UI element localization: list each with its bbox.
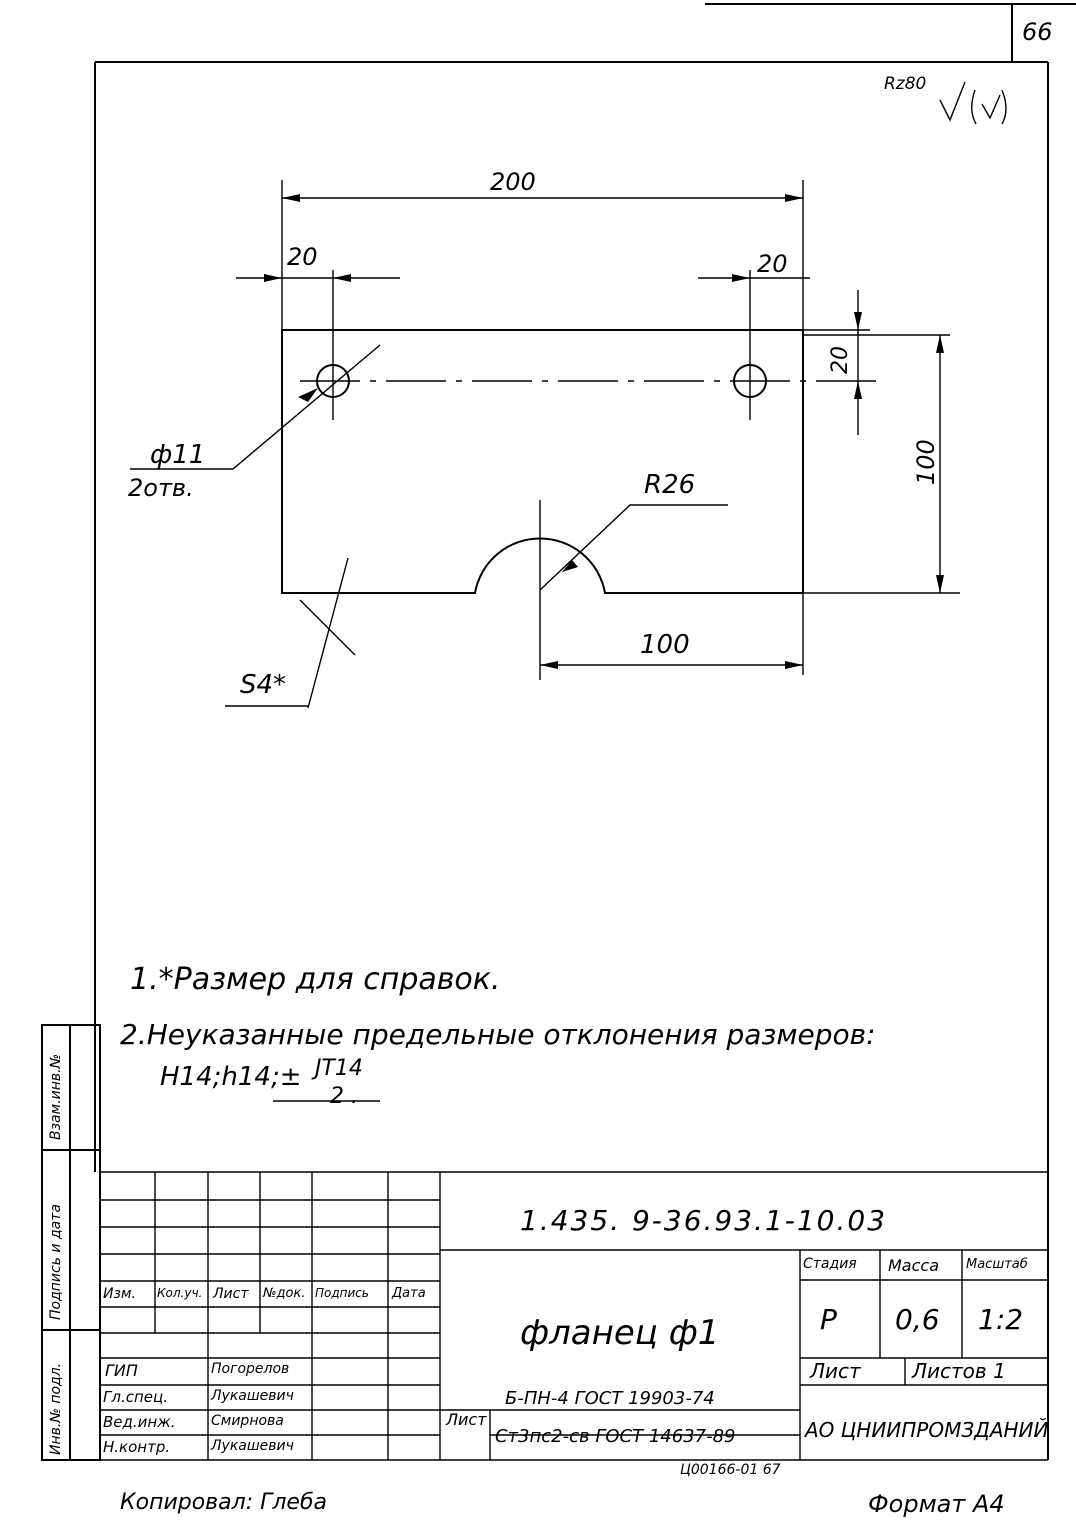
hole-callout: ф11 xyxy=(150,440,206,470)
col-data: Дата xyxy=(392,1286,426,1301)
tolerance-denominator: 2 . xyxy=(330,1084,358,1109)
note-tolerances: 2.Неуказанные предельные отклонения разм… xyxy=(120,1018,876,1051)
mass-label: Масса xyxy=(888,1256,940,1275)
col-kol-uch: Кол.уч. xyxy=(157,1286,203,1300)
dim-notch-position: 100 xyxy=(640,630,690,660)
hole-count: 2отв. xyxy=(128,474,194,502)
material-prefix: Лист xyxy=(446,1410,487,1429)
name-2: Лукашевич xyxy=(211,1388,294,1404)
col-izm: Изм. xyxy=(103,1286,136,1302)
side-label-inv: Инв.№ подл. xyxy=(48,1362,64,1455)
stage-value: Р xyxy=(820,1303,837,1336)
flange-outline xyxy=(281,329,804,594)
material-line-2: Ст3пс2-св ГОСТ 14637-89 xyxy=(495,1426,736,1447)
sheets-label: Листов 1 xyxy=(912,1359,1006,1383)
dim-hole-row-offset: 20 xyxy=(828,346,853,374)
scale-label: Масштаб xyxy=(966,1257,1028,1272)
col-podpis: Подпись xyxy=(315,1286,369,1300)
note-tolerance-formula: H14;h14;± xyxy=(160,1062,302,1092)
archive-number: Ц00166-01 67 xyxy=(680,1462,781,1478)
role-gl-spec: Гл.спец. xyxy=(103,1388,168,1406)
dim-left-hole-offset: 20 xyxy=(287,243,318,271)
sheet-label: Лист xyxy=(810,1359,861,1383)
roughness-label: Rz80 xyxy=(884,74,927,94)
sheet-number: 66 xyxy=(1022,18,1053,46)
dim-right-hole-offset: 20 xyxy=(757,250,788,278)
tolerance-numerator: JT14 xyxy=(315,1056,363,1081)
role-gip: ГИП xyxy=(105,1361,138,1380)
name-3: Смирнова xyxy=(211,1413,284,1429)
material-line-1: Б-ПН-4 ГОСТ 19903-74 xyxy=(505,1388,715,1409)
stage-label: Стадия xyxy=(803,1256,857,1272)
dim-overall-width: 200 xyxy=(490,168,536,196)
note-reference-size: 1.*Размер для справок. xyxy=(130,962,501,997)
sheet-format: Формат А4 xyxy=(868,1490,1005,1518)
dim-overall-height: 100 xyxy=(912,439,940,485)
name-1: Погорелов xyxy=(211,1361,290,1377)
role-n-kontr: Н.контр. xyxy=(103,1438,171,1456)
side-label-replacement: Взам.инв.№ xyxy=(48,1053,64,1140)
name-4: Лукашевич xyxy=(211,1438,294,1454)
notch-radius: R26 xyxy=(644,470,696,500)
part-name: фланец ф1 xyxy=(520,1313,720,1353)
mass-value: 0,6 xyxy=(895,1303,940,1336)
scale-value: 1:2 xyxy=(978,1303,1024,1336)
role-ved-inzh: Вед.инж. xyxy=(103,1413,176,1431)
document-code: 1.435. 9-36.93.1-10.03 xyxy=(520,1204,888,1237)
thickness-label: S4* xyxy=(240,670,287,700)
col-list: Лист xyxy=(213,1286,249,1302)
organization: АО ЦНИИПРОМЗДАНИЙ xyxy=(805,1418,1049,1442)
col-ndok: №док. xyxy=(263,1286,306,1301)
copied-by: Копировал: Глеба xyxy=(120,1490,328,1515)
side-label-signature: Подпись и дата xyxy=(48,1204,64,1320)
